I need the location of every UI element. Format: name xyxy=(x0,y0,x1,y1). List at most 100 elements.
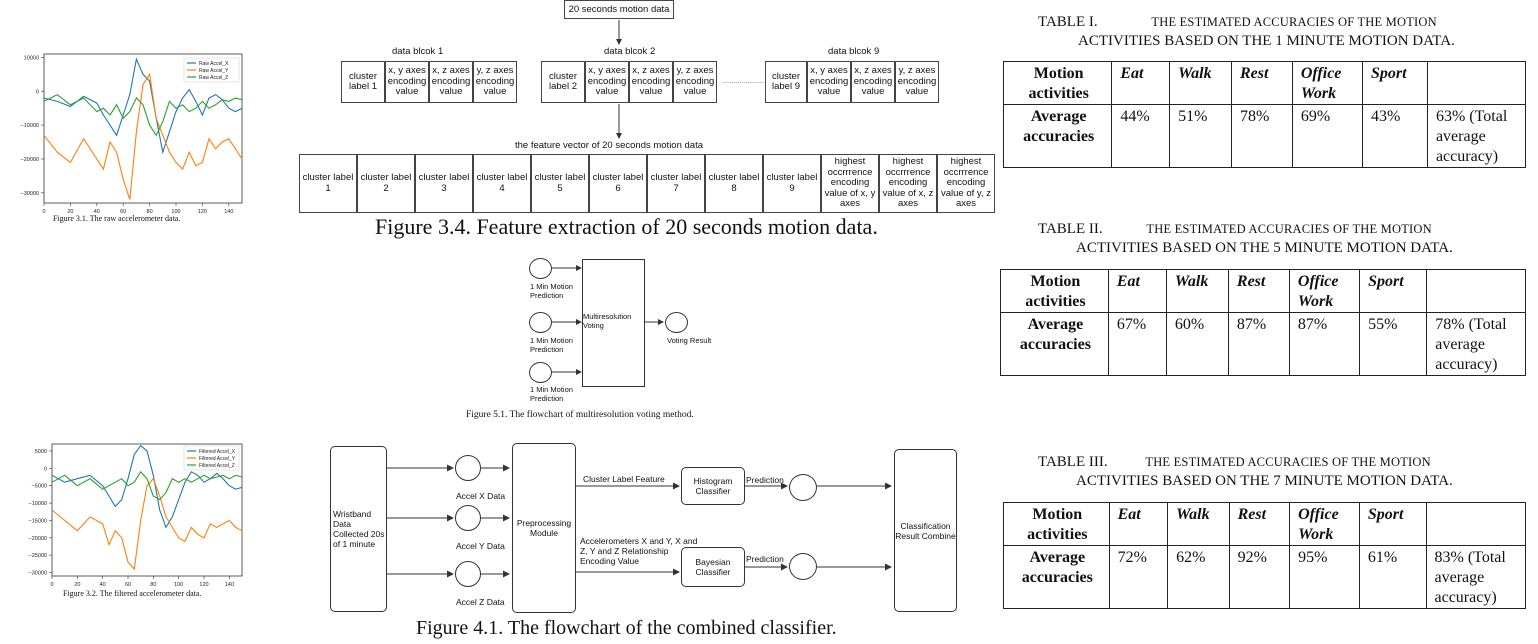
vector-highest-xz: highest occrrrence encoding value of x, … xyxy=(879,154,937,213)
prediction-label-top: Prediction xyxy=(746,475,784,485)
table-1-header-label: Motion activities xyxy=(1002,61,1113,105)
block-2-xz-encoding: x, z axes encoding value xyxy=(629,61,673,103)
input-label-3: 1 Min Motion Prediction xyxy=(530,385,573,403)
figure-3-4-caption: Figure 3.4. Feature extraction of 20 sec… xyxy=(375,214,878,239)
table-1-activity: Office Work xyxy=(1291,61,1363,105)
y-tick-label: 10000 xyxy=(24,55,39,61)
figure-3-4-arrows xyxy=(616,20,622,139)
vector-highest-xy: highest occrrrence encoding value of x, … xyxy=(821,154,879,213)
table-3-value: 61% xyxy=(1358,545,1427,609)
accel-y-label: Accel Y Data xyxy=(456,541,505,551)
table-1-value: 69% xyxy=(1291,104,1363,168)
feature-vector-title: the feature vector of 20 seconds motion … xyxy=(515,140,704,151)
table-2-value: 60% xyxy=(1165,312,1229,376)
table-3-activity: Eat xyxy=(1108,502,1169,546)
series-line-3 xyxy=(51,470,243,501)
x-tick-label: 140 xyxy=(225,582,234,588)
table-3-activity: Rest xyxy=(1228,502,1291,546)
vector-cluster-7: cluster label 7 xyxy=(647,154,705,213)
vector-cluster-9: cluster label 9 xyxy=(763,154,821,213)
block-1-title: data blcok 1 xyxy=(392,46,444,57)
vector-cluster-2: cluster label 2 xyxy=(357,154,415,213)
series-line-2 xyxy=(43,72,243,200)
table-1-title: TABLE I. The estimated accuracies of the… xyxy=(1038,13,1498,32)
y-tick-label: −25000 xyxy=(28,553,47,559)
voting-result-label: Voting Result xyxy=(667,336,712,345)
vector-cluster-5: cluster label 5 xyxy=(531,154,589,213)
x-tick-label: 80 xyxy=(147,209,153,215)
table-1-value: 78% xyxy=(1230,104,1293,168)
table-3-activity: Walk xyxy=(1167,502,1230,546)
table-2-activity: Walk xyxy=(1165,269,1229,313)
x-tick-label: 20 xyxy=(67,209,73,215)
block-2-xy-encoding: x, y axes encoding value xyxy=(585,61,629,103)
y-tick-label: 0 xyxy=(36,89,39,95)
block-9-cluster-label: cluster label 9 xyxy=(765,61,807,103)
table-2-title: TABLE II. The estimated accuracies of th… xyxy=(1038,220,1498,239)
block-9-xz-encoding: x, z axes encoding value xyxy=(851,61,895,103)
input-label-2: 1 Min Motion Prediction xyxy=(530,336,573,354)
figure-5-1-caption: Figure 5.1. The flowchart of multiresolu… xyxy=(466,410,694,420)
table-1-activity: Eat xyxy=(1111,61,1171,105)
vector-cluster-4: cluster label 4 xyxy=(473,154,531,213)
table-1-header-empty xyxy=(1426,61,1527,105)
filtered-accel-chart: 50000−5000−10000−15000−20000−25000−30000… xyxy=(28,443,243,588)
bayesian-classifier-box: Bayesian Classifier xyxy=(681,547,745,587)
vector-cluster-8: cluster label 8 xyxy=(705,154,763,213)
accel-x-node xyxy=(455,455,481,481)
table-1-row-label: Average accuracies xyxy=(1002,104,1113,168)
x-tick-label: 60 xyxy=(120,209,126,215)
prediction-node-bottom xyxy=(789,553,817,580)
blocks-ellipsis: ........................ xyxy=(722,78,769,85)
vector-cluster-1: cluster label 1 xyxy=(299,154,357,213)
vector-cluster-3: cluster label 3 xyxy=(415,154,473,213)
table-1-activity: Walk xyxy=(1169,61,1232,105)
input-node-3 xyxy=(529,362,552,383)
x-tick-label: 40 xyxy=(100,582,106,588)
table-3-header-empty xyxy=(1425,502,1526,546)
x-tick-label: 100 xyxy=(171,209,180,215)
table-2-title-line1: The estimated accuracies of the motion xyxy=(1146,222,1432,236)
table-3-value: 72% xyxy=(1108,545,1169,609)
accel-x-label: Accel X Data xyxy=(456,491,506,501)
vector-highest-yz: highest occrrrence encoding value of y, … xyxy=(937,154,995,213)
y-tick-label: −20000 xyxy=(20,157,39,163)
block-2-yz-encoding: y, z axes encoding value xyxy=(673,61,717,103)
table-2-value: 87% xyxy=(1288,312,1361,376)
table-1-title-line1: The estimated accuracies of the motion xyxy=(1151,15,1437,29)
table-2-value: 67% xyxy=(1107,312,1167,376)
table-3-row-label: Average accuracies xyxy=(1003,545,1110,609)
block-1-cluster-label: cluster label 1 xyxy=(341,61,385,103)
legend-label: Filtered Accel_Y xyxy=(199,456,236,462)
figure-4-1-arrows xyxy=(387,464,892,578)
table-2-grid: Motion activities Eat Walk Rest Office W… xyxy=(1000,269,1526,376)
accel-z-label: Accel Z Data xyxy=(456,597,505,607)
legend-label: Raw Accel_Y xyxy=(199,68,229,74)
cluster-label-feature: Cluster Label Feature xyxy=(583,474,665,484)
accel-y-node xyxy=(455,505,481,531)
table-2-activity: Eat xyxy=(1107,269,1167,313)
series-line-2 xyxy=(51,477,243,571)
table-2-header-empty xyxy=(1426,269,1526,313)
table-1-title-line2: activities based on the 1 minute motion … xyxy=(1078,33,1455,49)
input-label-1: 1 Min Motion Prediction xyxy=(530,282,573,300)
table-1-value: 43% xyxy=(1361,104,1428,168)
block-1-xy-encoding: x, y axes encoding value xyxy=(385,61,429,103)
x-tick-label: 120 xyxy=(198,209,207,215)
voting-box-label: Multiresolution Voting xyxy=(583,312,632,330)
y-tick-label: −5000 xyxy=(32,484,47,490)
block-2-cluster-label: cluster label 2 xyxy=(541,61,585,103)
x-tick-label: 20 xyxy=(74,582,80,588)
y-tick-label: −30000 xyxy=(20,191,39,197)
table-3-title-line2: activities based on the 7 minute motion … xyxy=(1076,473,1453,489)
wristband-data-label: Wristband Data Collected 20s of 1 minute xyxy=(333,509,385,549)
table-3-value: 62% xyxy=(1167,545,1230,609)
y-tick-label: −10000 xyxy=(20,123,39,129)
series-line-1 xyxy=(51,444,243,529)
block-1-xz-encoding: x, z axes encoding value xyxy=(429,61,473,103)
y-tick-label: 5000 xyxy=(35,449,47,455)
histogram-classifier-box: Histogram Classifier xyxy=(681,467,745,505)
block-9-title: data blcok 9 xyxy=(828,46,880,57)
prediction-label-bottom: Prediction xyxy=(746,554,784,564)
table-2-activity: Rest xyxy=(1227,269,1290,313)
